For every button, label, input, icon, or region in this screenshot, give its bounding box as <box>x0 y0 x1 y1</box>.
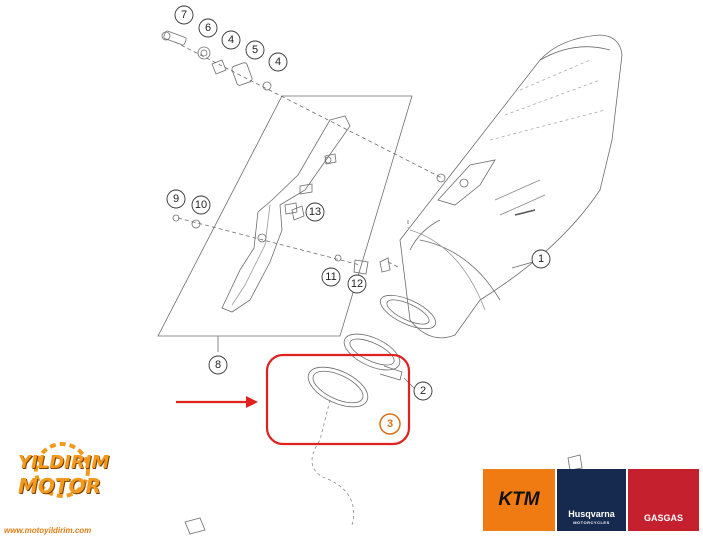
logo-line-2: MOTOR <box>18 474 101 498</box>
callout-8-label: 8 <box>215 359 221 371</box>
assembly-lines <box>174 41 443 269</box>
gasgas-brand-label: GASGAS <box>643 513 683 523</box>
callout-7 <box>174 5 194 25</box>
callout-12 <box>347 274 367 294</box>
husqvarna-brand-label: Husqvarna <box>568 509 615 519</box>
top-hardware <box>161 30 272 91</box>
callout-2 <box>413 381 433 401</box>
callout-6-label: 6 <box>205 22 211 34</box>
callout-11 <box>321 267 341 287</box>
callout-13 <box>305 202 325 222</box>
callout-4-right-label: 4 <box>275 56 281 68</box>
callout-5-label: 5 <box>252 44 258 56</box>
callout-5 <box>245 40 265 60</box>
logo-url: www.motoyildirim.com <box>4 526 92 535</box>
bracket-frame <box>157 95 413 352</box>
callout-4-top <box>221 30 241 50</box>
muffler-silencer <box>379 34 623 339</box>
highlight-box <box>265 353 411 446</box>
logo-gear-icon <box>34 442 90 498</box>
callout-8 <box>208 355 228 375</box>
husqvarna-brand-tile: Husqvarna MOTORCYCLES <box>557 469 626 531</box>
exhaust-clamp <box>343 333 403 381</box>
logo-line-1: YILDIRIM <box>18 452 110 473</box>
lower-line <box>311 399 355 526</box>
callout-10-label: 10 <box>195 199 207 211</box>
callout-9-label: 9 <box>173 193 179 205</box>
callout-12-label: 12 <box>351 278 363 290</box>
callout-10 <box>191 195 211 215</box>
callout-9 <box>166 189 186 209</box>
callout-1 <box>531 249 551 269</box>
ktm-brand-label: KTM <box>498 489 540 510</box>
yildirim-motor-logo: YILDIRIM MOTOR www.motoyildirim.com <box>4 446 134 536</box>
callout-2-label: 2 <box>420 385 426 397</box>
mid-hardware <box>172 153 391 275</box>
callout-4-right <box>268 52 288 72</box>
callout-13-label: 13 <box>309 206 321 218</box>
callout-4-top-label: 4 <box>228 34 234 46</box>
ktm-brand-tile: KTM <box>483 469 555 531</box>
callout-6 <box>198 18 218 38</box>
callout-3-label: 3 <box>387 418 393 430</box>
highlight-arrow <box>176 396 258 408</box>
gasgas-brand-tile: GASGAS <box>628 469 699 531</box>
callout-7-label: 7 <box>181 9 187 21</box>
footrest-bracket <box>221 115 351 313</box>
gasket-ring <box>307 366 369 408</box>
husqvarna-brand-sub: MOTORCYCLES <box>573 520 610 525</box>
callout-11-label: 11 <box>325 271 336 283</box>
callout-3 <box>379 413 401 435</box>
callout-1-label: 1 <box>538 253 544 265</box>
